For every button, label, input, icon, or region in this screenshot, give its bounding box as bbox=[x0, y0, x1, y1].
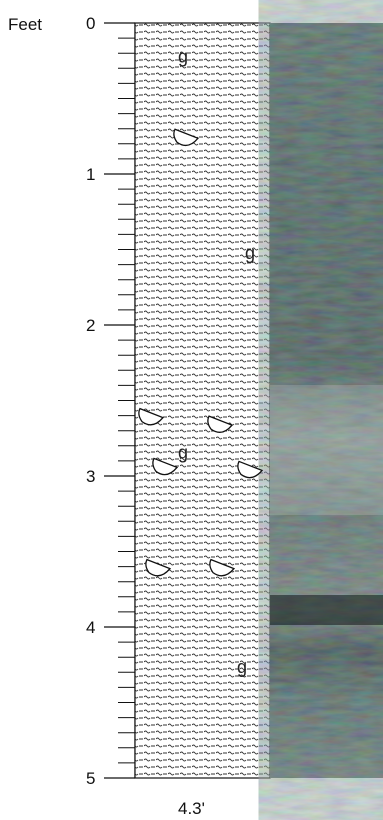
shell-fragment-icon bbox=[138, 407, 165, 426]
core-length-label: 4.3' bbox=[178, 799, 205, 818]
shell-fragment-icon bbox=[145, 558, 172, 577]
shell-fragment-icon bbox=[209, 558, 236, 577]
shell-fragment-icon bbox=[207, 415, 234, 433]
depth-tick-label: 4 bbox=[86, 618, 95, 637]
depth-tick-label: 1 bbox=[86, 165, 95, 184]
depth-unit-label: Feet bbox=[8, 15, 42, 34]
shell-fragment-icon bbox=[237, 460, 264, 479]
depth-scale bbox=[104, 22, 136, 779]
core-photo bbox=[270, 23, 383, 778]
glauconite-symbol: g bbox=[178, 442, 188, 462]
glauconite-symbol: g bbox=[237, 657, 247, 677]
depth-tick-label: 5 bbox=[86, 769, 95, 788]
shell-fragment-icon bbox=[173, 128, 200, 147]
depth-tick-label: 2 bbox=[86, 316, 95, 335]
glauconite-symbol: g bbox=[245, 243, 255, 263]
lithology-column bbox=[134, 22, 271, 779]
depth-tick-label: 3 bbox=[86, 467, 95, 486]
shell-fragment-icon bbox=[152, 457, 179, 476]
depth-tick-label: 0 bbox=[86, 14, 95, 33]
glauconite-symbol: g bbox=[178, 47, 188, 67]
depth-tick-labels: 0 1 2 3 4 5 bbox=[86, 14, 95, 788]
lithology-symbols: g g g g bbox=[138, 47, 264, 677]
